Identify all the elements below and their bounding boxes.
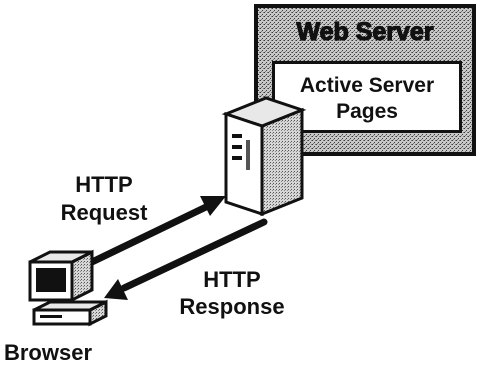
response-label-line1: HTTP	[203, 267, 260, 292]
asp-label-line1: Active Server	[300, 74, 434, 97]
response-arrow	[104, 218, 268, 300]
asp-label-line2: Pages	[336, 100, 398, 123]
asp-box: Active Server Pages	[272, 61, 462, 133]
server-tower-icon	[221, 96, 307, 217]
web-server-title: Web Server	[296, 18, 433, 46]
request-label-line2: Request	[61, 200, 148, 225]
browser-computer-icon	[28, 249, 108, 327]
browser-label: Browser	[4, 340, 92, 365]
request-label-line1: HTTP	[75, 172, 132, 197]
web-server-box: Web Server Active Server Pages	[254, 4, 476, 156]
response-label: HTTP Response	[179, 267, 284, 319]
response-label-line2: Response	[179, 294, 284, 319]
request-arrow	[88, 196, 226, 266]
request-label: HTTP Request	[61, 172, 148, 225]
